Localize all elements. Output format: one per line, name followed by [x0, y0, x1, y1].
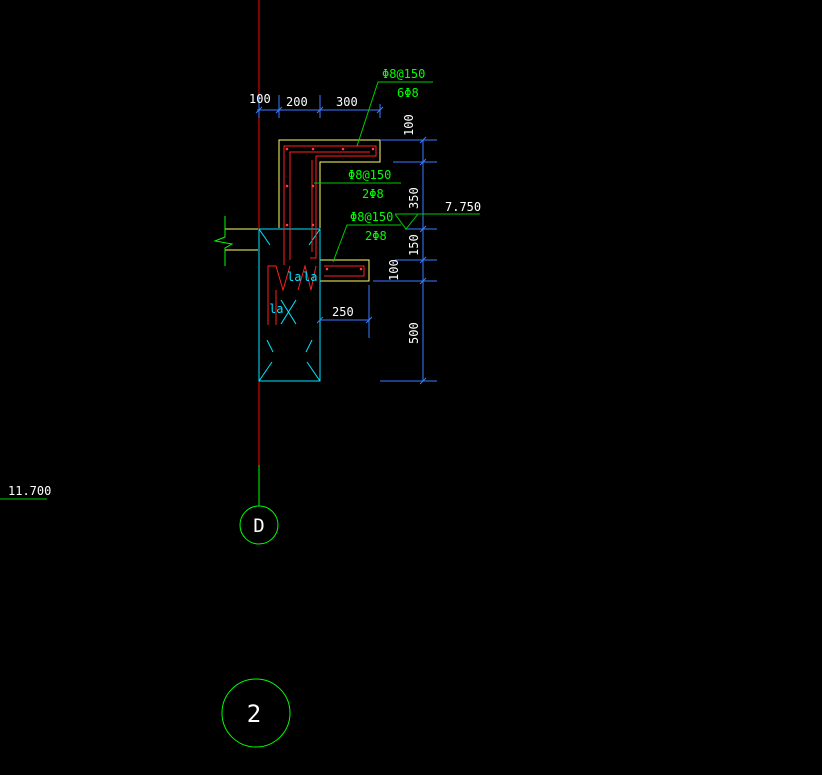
dim-right-350: 350: [407, 187, 421, 209]
axis-bubble-2: [221, 678, 291, 748]
dim-top-200: 200: [286, 95, 308, 109]
dim-top-100: 100: [249, 92, 271, 106]
dim-right-500: 500: [407, 322, 421, 344]
dimension-lines: [255, 95, 437, 385]
rebar-dots: [285, 147, 375, 271]
beam-body: [258, 228, 321, 382]
dim-right-100: 100: [402, 114, 416, 136]
dim-right-150: 150: [407, 234, 421, 256]
anchorage-la-3: la: [269, 302, 283, 316]
leader-lines: [0, 81, 480, 500]
label-top-bars: 6Φ8: [397, 86, 419, 100]
label-low-bars: 2Φ8: [365, 229, 387, 243]
axis-bubble-d: [239, 505, 279, 545]
rebar: [267, 145, 377, 325]
label-mid-stirrup: Φ8@150: [348, 168, 391, 182]
axis-label-2: 2: [247, 700, 261, 728]
anchorage-la-2: la: [303, 270, 317, 284]
break-symbol: [213, 216, 234, 266]
elevation-left: 11.700: [8, 484, 51, 498]
label-mid-bars: 2Φ8: [362, 187, 384, 201]
elevation-right: 7.750: [445, 200, 481, 214]
anchorage-la-1: la: [287, 270, 301, 284]
label-low-stirrup: Φ8@150: [350, 210, 393, 224]
dim-bottom-250: 250: [332, 305, 354, 319]
dim-top-300: 300: [336, 95, 358, 109]
axis-label-d: D: [253, 515, 264, 537]
label-top-stirrup: Φ8@150: [382, 67, 425, 81]
concrete-outline: [225, 139, 381, 282]
dim-right-100b: 100: [387, 259, 401, 281]
